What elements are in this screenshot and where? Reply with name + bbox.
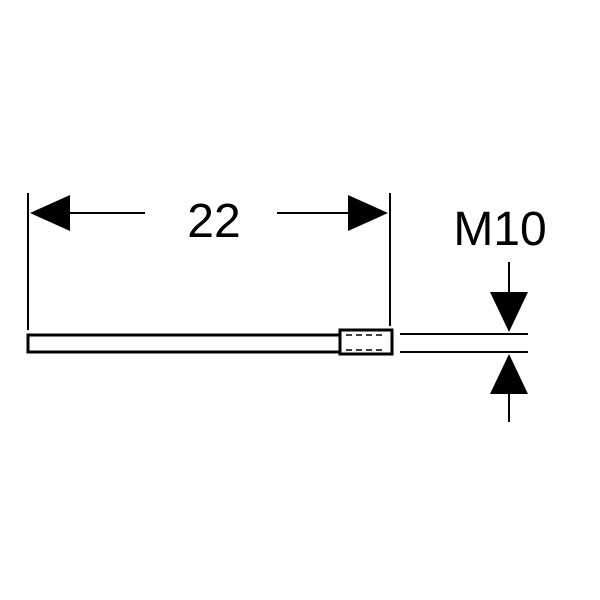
length-arrowhead-right — [348, 195, 388, 231]
length-dimension-label: 22 — [187, 195, 240, 248]
thread-arrowhead-top — [490, 292, 528, 332]
thread-dimension-label: M10 — [453, 203, 546, 256]
rod-body — [26, 333, 342, 354]
length-arrowhead-left — [30, 195, 70, 231]
thread-arrowhead-bottom — [490, 354, 528, 394]
